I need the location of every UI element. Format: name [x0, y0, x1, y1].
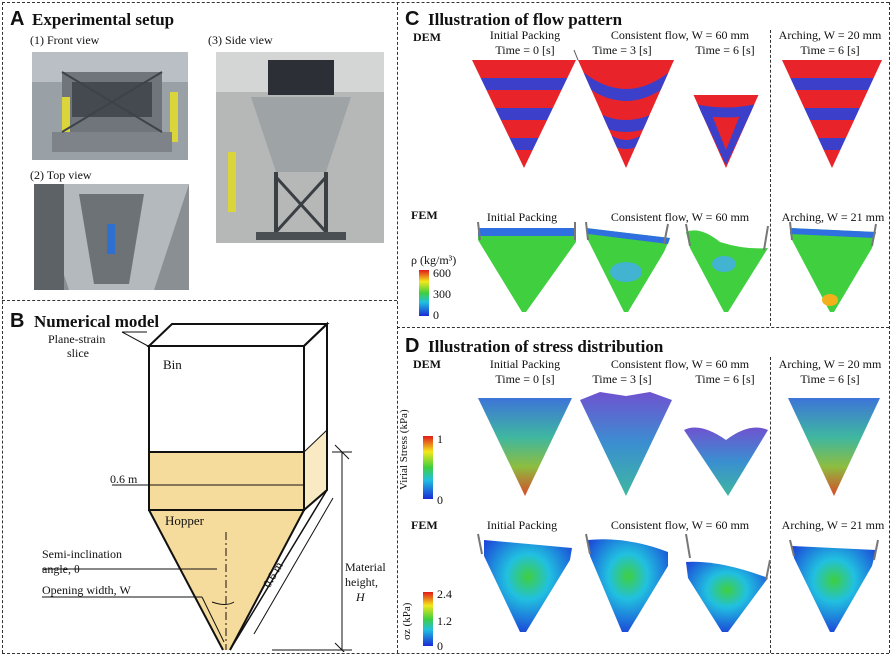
- dem-stress-t3: [580, 392, 672, 496]
- opening-width-label: Opening width, W: [42, 583, 131, 597]
- fem-density-arching: [789, 221, 877, 312]
- c-dem-header-2-line1: Consistent flow, W = 60 mm: [610, 28, 750, 42]
- d-dem-header-3-line2: Time = 6 [s]: [695, 372, 755, 386]
- panel-c-title: Illustration of flow pattern: [428, 10, 623, 29]
- panel-a-title: Experimental setup: [32, 10, 175, 29]
- dem-packing-arching: [782, 60, 882, 168]
- flow-pattern-graphics: [419, 49, 882, 316]
- fem-stress-t6: [686, 561, 768, 632]
- divider-c-columns: [770, 30, 771, 326]
- top-view-photo: [34, 184, 189, 290]
- side-view-label: (3) Side view: [208, 33, 273, 47]
- frame-top: [2, 2, 889, 3]
- fem-stress-arching: [792, 546, 876, 632]
- top-view-label: (2) Top view: [30, 168, 92, 182]
- d-fem-header-3: Arching, W = 21 mm: [781, 518, 885, 532]
- divider-left-horizontal: [2, 300, 397, 301]
- sigma-colorbar-label: σz (kPa): [401, 602, 413, 640]
- dem-packing-t6: [678, 95, 774, 168]
- panel-d-letter: D: [405, 335, 420, 357]
- d-fem-header-2: Consistent flow, W = 60 mm: [610, 518, 750, 532]
- dem-packing-t3: [578, 60, 674, 168]
- dem-stress-arching: [788, 398, 880, 496]
- sigma-tick-0: 0: [437, 639, 443, 653]
- virial-colorbar: [423, 436, 433, 499]
- frame-left: [2, 2, 3, 653]
- panel-d-dem-label: DEM: [413, 357, 441, 371]
- sigma-tick-1-2: 1.2: [437, 614, 452, 628]
- dem-packing-initial: [472, 60, 576, 168]
- panel-c-letter: C: [405, 8, 420, 30]
- d-fem-header-1: Initial Packing: [486, 518, 558, 532]
- fem-stress-t3: [588, 539, 668, 632]
- frame-bottom: [2, 653, 889, 654]
- dem-stress-initial: [478, 398, 572, 496]
- front-view-label: (1) Front view: [30, 33, 100, 47]
- dem-stress-t6: [684, 427, 768, 496]
- semi-inclination-label-2: angle, θ: [42, 562, 80, 576]
- d-dem-header-2-line2: Time = 3 [s]: [592, 372, 652, 386]
- d-dem-header-1-line1: Initial Packing: [489, 357, 561, 371]
- panel-a-letter: A: [10, 8, 25, 30]
- c-fem-header-3: Arching, W = 21 mm: [781, 210, 885, 224]
- divider-right-horizontal: [397, 327, 889, 328]
- panel-c-fem-label: FEM: [411, 208, 438, 222]
- plane-strain-label-1: Plane-strain: [48, 332, 106, 346]
- c-dem-header-4-line1: Arching, W = 20 mm: [778, 28, 882, 42]
- d-dem-header-4-line1: Arching, W = 20 mm: [778, 357, 882, 371]
- stress-distribution-graphics: [423, 392, 880, 646]
- virial-tick-1: 1: [437, 432, 443, 446]
- d-dem-header-2-line1: Consistent flow, W = 60 mm: [610, 357, 750, 371]
- panel-d-title: Illustration of stress distribution: [428, 337, 664, 356]
- fem-density-initial: [477, 221, 576, 312]
- c-dem-header-1-line1: Initial Packing: [489, 28, 561, 42]
- panel-b-letter: B: [10, 310, 25, 332]
- plane-strain-label-2: slice: [67, 346, 89, 360]
- material-height-label-3: H: [356, 590, 365, 604]
- front-view-photo: [32, 52, 188, 160]
- bin-top: [146, 323, 330, 347]
- d-dem-header-4-line2: Time = 6 [s]: [800, 372, 860, 386]
- fem-density-t6: [685, 223, 769, 312]
- virial-colorbar-label: Virial Stress (kPa): [398, 409, 410, 490]
- c-fem-header-1: Initial Packing: [486, 210, 558, 224]
- fem-stress-initial: [484, 540, 572, 632]
- rho-colorbar-label: ρ (kg/m³): [411, 253, 457, 267]
- d-dem-header-1-line2: Time = 0 [s]: [495, 372, 555, 386]
- rho-tick-300: 300: [433, 287, 451, 301]
- panel-d-fem-label: FEM: [411, 518, 438, 532]
- rho-colorbar: [419, 270, 429, 316]
- divider-d-columns: [770, 357, 771, 653]
- rho-tick-0: 0: [433, 308, 439, 322]
- rho-tick-600: 600: [433, 266, 451, 280]
- width-label: 0.6 m: [110, 472, 138, 486]
- sigma-colorbar: [423, 592, 433, 646]
- numerical-model-diagram: [42, 321, 352, 652]
- panel-c-dem-label: DEM: [413, 30, 441, 44]
- semi-inclination-label-1: Semi-inclination: [42, 547, 122, 561]
- c-dem-header-4-line2: Time = 6 [s]: [800, 43, 860, 57]
- material-height-label-2: height,: [345, 575, 378, 589]
- c-dem-header-3-line2: Time = 6 [s]: [695, 43, 755, 57]
- frame-right: [889, 2, 890, 653]
- sigma-tick-2-4: 2.4: [437, 587, 452, 601]
- material-height-label-1: Material: [345, 560, 386, 574]
- c-dem-header-2-line2: Time = 3 [s]: [592, 43, 652, 57]
- side-view-photo: [216, 52, 384, 243]
- c-fem-header-2: Consistent flow, W = 60 mm: [610, 210, 750, 224]
- panel-b-title: Numerical model: [34, 312, 160, 331]
- bin-label: Bin: [163, 357, 182, 372]
- fem-density-t3: [585, 221, 670, 312]
- c-dem-header-1-line2: Time = 0 [s]: [495, 43, 555, 57]
- virial-tick-0: 0: [437, 493, 443, 507]
- hopper-label: Hopper: [165, 513, 204, 528]
